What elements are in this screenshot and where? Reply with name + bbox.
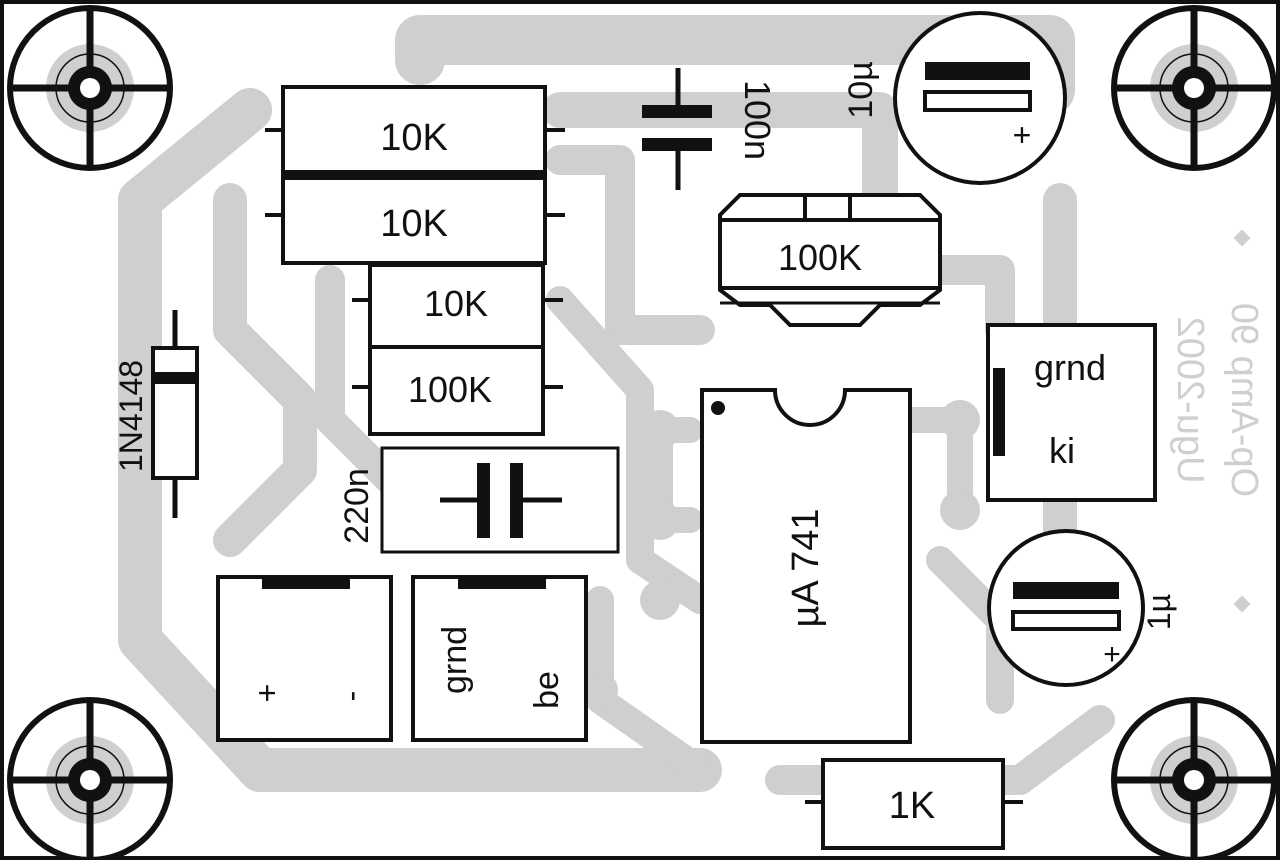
pin1-marker <box>711 401 725 415</box>
capacitor-100n: 100n <box>642 68 778 190</box>
resistor-r1: 10K <box>265 85 565 177</box>
capacitor-label: 1µ <box>1141 594 1177 630</box>
capacitor-electrolytic-10u: + 10µ <box>842 11 1067 185</box>
mounting-hole <box>7 697 173 860</box>
board-text-line2: Ugu-2002 <box>1169 317 1211 484</box>
board-text-line1: Op-Amp 90 <box>1223 303 1265 497</box>
resistor-r6: 1K <box>805 758 1023 850</box>
copper-trace-center-a <box>315 265 415 505</box>
mounting-hole <box>7 5 173 171</box>
pad <box>640 500 680 540</box>
copper-trace-left-loop <box>118 88 722 792</box>
connector-ground-label: grnd <box>436 626 474 694</box>
connector-input: grnd be <box>411 575 588 742</box>
mounting-hole <box>1111 5 1277 171</box>
resistor-label: 100K <box>408 369 492 410</box>
connector-power: + - <box>216 575 393 742</box>
polarity-plus: + <box>1013 117 1032 153</box>
capacitor-electrolytic-1u: + 1µ <box>987 529 1177 687</box>
capacitor-label: 220n <box>338 468 376 544</box>
ic-ua741: µA 741 <box>700 388 912 744</box>
trimmer-potentiometer: 100K <box>718 193 942 327</box>
capacitor-label: 100n <box>737 80 778 160</box>
copper-trace-left-inner <box>213 183 317 557</box>
copper-trace-mid-right <box>915 255 1015 345</box>
connector-signal-label: ki <box>1049 430 1075 471</box>
diode-1n4148: 1N4148 <box>113 310 199 518</box>
resistor-label: 10K <box>424 283 488 324</box>
resistor-label: 1K <box>889 785 935 827</box>
board-copper-text: Op-Amp 90 Ugu-2002 <box>1169 303 1265 497</box>
mounting-hole <box>1111 697 1277 860</box>
connector-ground-label: grnd <box>1034 347 1106 388</box>
resistor-r2: 10K <box>265 170 565 265</box>
pad <box>640 410 680 450</box>
ic-label: µA 741 <box>785 508 827 627</box>
capacitor-220n: 220n <box>338 446 620 554</box>
capacitor-label: 10µ <box>842 61 880 118</box>
connector-output: grnd ki <box>986 323 1157 502</box>
resistor-label: 10K <box>380 203 448 245</box>
connector-signal-label: be <box>528 671 566 709</box>
diode-label: 1N4148 <box>113 360 149 472</box>
pad <box>940 400 980 440</box>
mounting-holes <box>7 5 1277 860</box>
copper-trace-center-c <box>546 286 714 614</box>
polarity-plus: + <box>1103 638 1121 671</box>
pad <box>640 580 680 620</box>
pad <box>582 672 618 708</box>
trimmer-label: 100K <box>778 237 862 278</box>
resistor-label: 10K <box>380 117 448 159</box>
resistor-r3: 10K <box>352 263 563 349</box>
resistor-r4: 100K <box>352 345 563 436</box>
copper-trace-center-b <box>545 145 715 345</box>
connector-minus-label: - <box>333 691 369 702</box>
pad <box>940 490 980 530</box>
connector-plus-label: + <box>249 684 285 703</box>
